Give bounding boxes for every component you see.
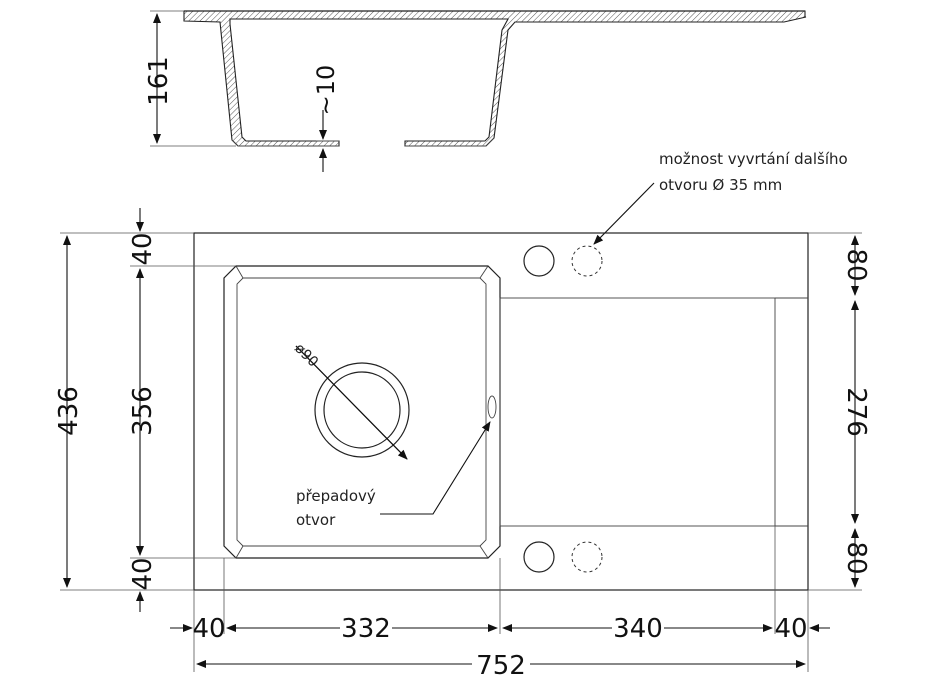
dim-bowl-width: 332 <box>341 614 391 644</box>
extra-hole-note-line2: otvoru Ø 35 mm <box>659 176 782 194</box>
optional-hole-top <box>571 245 603 277</box>
extra-hole-note-line1: možnost vyvrtání dalšího <box>659 150 848 168</box>
bowl-outer <box>223 265 501 559</box>
drainboard <box>499 297 776 527</box>
right-dimensions: 80 276 80 <box>808 232 871 591</box>
sink-outline <box>193 232 809 591</box>
dim-total-depth: 436 <box>54 386 84 436</box>
side-profile: 161 ~10 <box>144 10 807 172</box>
dim-height-profile: 161 <box>144 56 174 106</box>
top-view: ø90 přepadový otvor <box>193 232 809 591</box>
tap-hole-top <box>523 245 555 277</box>
dim-bottom-margin: 40 <box>128 557 158 590</box>
dim-right-bottom: 80 <box>841 541 871 574</box>
profile-section <box>183 10 807 147</box>
left-dimensions: 436 40 356 40 <box>54 208 236 612</box>
extra-hole-note: možnost vyvrtání dalšího otvoru Ø 35 mm <box>593 150 848 245</box>
optional-hole-bottom <box>571 541 603 573</box>
overflow-note-line2: otvor <box>296 511 336 529</box>
dim-bowl-depth: 356 <box>128 386 158 436</box>
overflow-note-line1: přepadový <box>296 487 376 505</box>
dim-drainboard-depth: 276 <box>841 387 871 437</box>
drain-outer <box>314 362 410 458</box>
drain-diameter-label: ø90 <box>291 341 321 371</box>
dim-left-edge: 40 <box>192 614 225 644</box>
dim-right-edge: 40 <box>774 614 807 644</box>
dim-right-top: 80 <box>841 248 871 281</box>
dim-drainboard-width: 340 <box>613 614 663 644</box>
dim-wall-thickness: ~10 <box>312 65 340 116</box>
overflow-hole <box>487 395 497 419</box>
tap-hole-bottom <box>523 541 555 573</box>
drain-inner <box>323 371 401 449</box>
dim-top-margin: 40 <box>128 232 158 265</box>
dim-total-width: 752 <box>476 651 526 681</box>
bottom-dimensions: 40 332 340 40 752 <box>170 526 830 681</box>
